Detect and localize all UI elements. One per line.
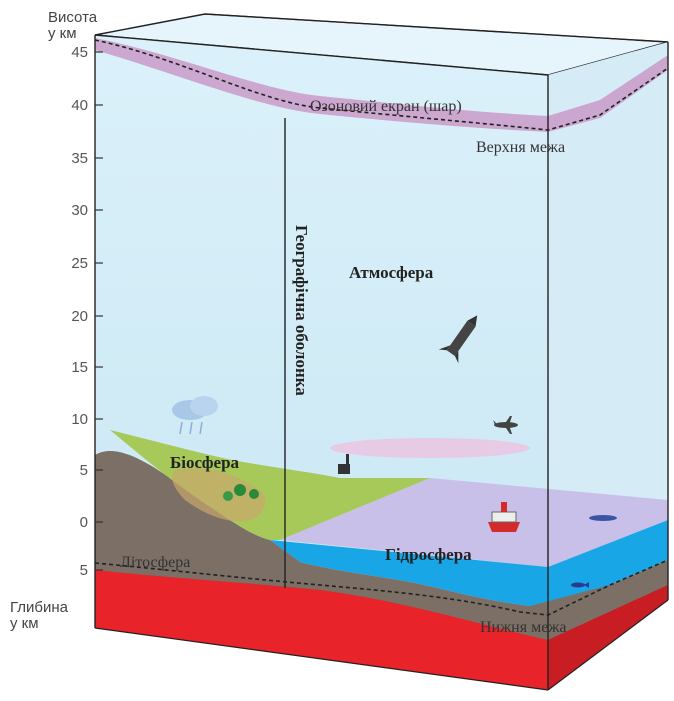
tick-label: 10 [71, 411, 88, 428]
tick-label: 0 [80, 514, 88, 531]
box-edge-bottom-right [547, 599, 669, 691]
axis-title-height-1: Висота [48, 9, 98, 26]
submarine-icon [589, 515, 617, 521]
tick-label: 15 [71, 359, 88, 376]
hydrosphere-label: Гідросфера [385, 545, 472, 564]
lower-boundary-label: Нижня межа [480, 619, 566, 636]
ozone-label: Озоновий екран (шар) [310, 98, 462, 115]
tick-label: 20 [71, 308, 88, 325]
sea-surface [280, 478, 668, 567]
biosphere-land [110, 430, 430, 540]
fish-icon [571, 582, 589, 588]
axis-title-depth-2: у км [10, 615, 39, 632]
hydrosphere-water [270, 520, 668, 607]
biosphere-label: Біосфера [170, 453, 240, 472]
upper-boundary-line [94, 39, 669, 131]
biosphere-patch [172, 468, 266, 522]
vertical-axis [95, 51, 103, 571]
ship-icon [488, 502, 520, 532]
crust-right-face [548, 585, 668, 690]
rocket-icon [438, 315, 478, 364]
tick-label: 30 [71, 202, 88, 219]
geographic-envelope-label: Географічна оболонка [292, 225, 311, 396]
tick-label: 40 [71, 97, 88, 114]
cloud-band [330, 438, 530, 458]
box-edge-back-top [204, 13, 669, 43]
tick-label: 25 [71, 255, 88, 272]
upper-boundary-label: Верхня межа [476, 139, 565, 156]
axis-title-height-2: у км [48, 25, 77, 42]
airplane-icon [493, 416, 518, 434]
factory-icon [338, 454, 350, 474]
box-edge-bottom-front [94, 627, 549, 691]
lithosphere-label: Літосфера [120, 554, 190, 571]
lower-boundary-line [94, 559, 669, 616]
axis-title-depth-1: Глибина [10, 599, 69, 616]
tick-label: 35 [71, 150, 88, 167]
tick-label: 5 [80, 462, 88, 479]
tree-icon [223, 484, 259, 501]
box-edge-front-top [94, 34, 549, 76]
cloud-icon [172, 396, 218, 435]
atmosphere-label: Атмосфера [349, 263, 434, 282]
tick-label: 5 [80, 562, 88, 579]
tick-label: 45 [71, 44, 88, 61]
lower-crust [95, 570, 668, 690]
